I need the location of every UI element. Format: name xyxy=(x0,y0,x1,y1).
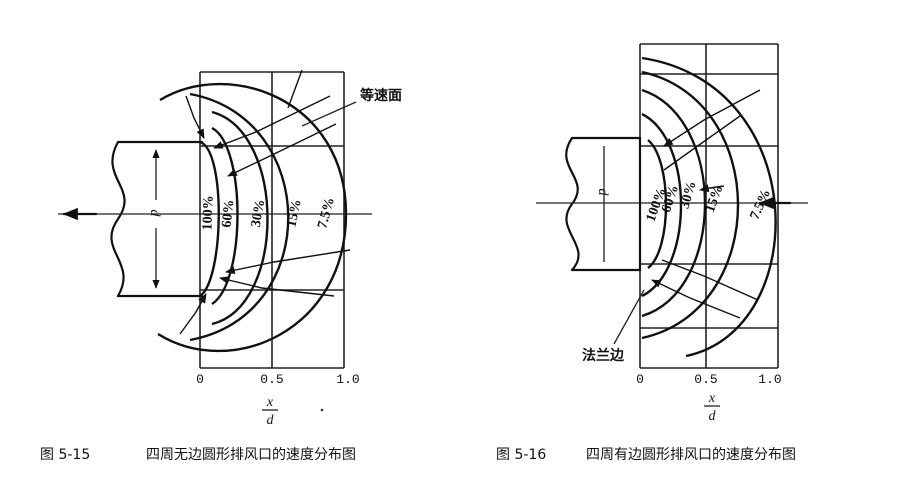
pct-labels-5-15: 100% 60% 30% 15% 7.5% xyxy=(200,195,338,231)
caption-number-5-15: 图 5-15 xyxy=(40,447,90,463)
pct-label-100: 100% xyxy=(200,195,216,231)
axis-den-5-16: d xyxy=(709,409,717,424)
pct-labels-5-16: 100% 60% 30% 15% 7.5% xyxy=(644,180,774,224)
annotation-flange: 法兰边 xyxy=(582,347,625,364)
pct-label-7-5: 7.5% xyxy=(315,196,338,230)
caption-number-5-16: 图 5-16 xyxy=(496,447,546,463)
caption-text-5-15: 四周无边圆形排风口的速度分布图 xyxy=(146,447,356,463)
axis-den-5-15: d xyxy=(267,413,275,428)
figure-5-16: d 法兰边 100% 60% 30% 15% 7.5% xyxy=(496,43,808,463)
tick-0.5-5-15: 0.5 xyxy=(260,372,283,387)
pct-label-7-5-b: 7.5% xyxy=(748,187,775,222)
tick-0-5-15: 0 xyxy=(196,372,204,387)
pct-label-30-b: 30% xyxy=(678,180,700,211)
pct-label-15: 15% xyxy=(284,198,304,229)
d-label-5-16: d xyxy=(595,189,610,197)
annotation-leader-5-15 xyxy=(301,101,357,127)
annotation-equal-velocity: 等速面 xyxy=(360,87,402,104)
pct-label-30: 30% xyxy=(249,198,269,228)
flow-rays-5-15 xyxy=(179,69,351,335)
figure-5-15: d 等速面 100% 60% 30% 15% 7.5% xyxy=(40,69,402,463)
tick-1.0-5-16: 1.0 xyxy=(758,372,781,387)
tick-0.5-5-16: 0.5 xyxy=(694,372,717,387)
scan-dot xyxy=(320,408,324,412)
velocity-contours-5-15 xyxy=(157,82,348,353)
pct-label-60-b: 60% xyxy=(659,183,682,214)
duct-5-16 xyxy=(565,136,642,272)
annotation-leader-5-16 xyxy=(613,289,645,345)
caption-text-5-16: 四周有边圆形排风口的速度分布图 xyxy=(586,447,796,463)
tick-0-5-16: 0 xyxy=(636,372,644,387)
axis-num-5-16: x xyxy=(708,391,716,406)
duct-5-15 xyxy=(110,140,204,298)
flow-rays-5-16 xyxy=(651,89,761,319)
tick-1.0-5-15: 1.0 xyxy=(336,372,359,387)
grid-5-16 xyxy=(639,43,779,369)
pct-label-60: 60% xyxy=(220,199,238,228)
axis-num-5-15: x xyxy=(266,395,274,410)
d-label-5-15: d xyxy=(147,210,162,218)
